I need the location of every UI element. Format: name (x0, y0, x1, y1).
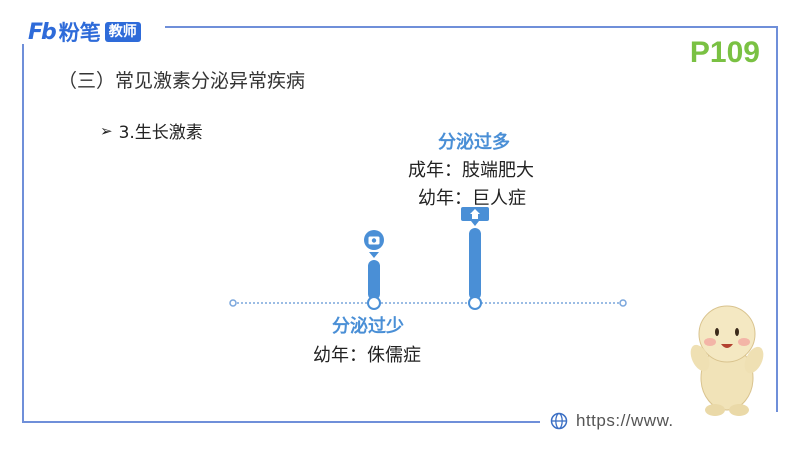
globe-icon (550, 412, 568, 430)
logo-badge: 教师 (104, 22, 141, 42)
watermark: https://www. (550, 411, 674, 431)
frame-bottom-line (22, 421, 540, 423)
page-number: P109 (689, 36, 760, 69)
deficiency-title: 分泌过少 (332, 316, 404, 337)
timeline-end-dot (619, 299, 627, 307)
deficiency-marker-node (367, 296, 381, 310)
timeline-start-dot (229, 299, 237, 307)
deficiency-marker-bar (368, 260, 380, 300)
bullet-item: ➢ 3.生长激素 (100, 118, 203, 144)
brand-logo: Fb 粉笔 教师 (28, 19, 141, 45)
mascot-illustration (690, 305, 764, 416)
logo-brand-text: 粉笔 (58, 21, 101, 45)
frame-right-line (776, 26, 778, 412)
deficiency-line-child: 幼年：侏儒症 (313, 345, 421, 366)
frame-left-line (22, 44, 24, 422)
watermark-url: https://www. (576, 411, 674, 430)
excess-line-adult: 成年：肢端肥大 (408, 160, 534, 181)
excess-marker-node (468, 296, 482, 310)
home-icon (461, 207, 489, 226)
excess-title: 分泌过多 (438, 132, 510, 153)
excess-line-child: 幼年：巨人症 (418, 188, 526, 209)
frame-top-line (165, 26, 777, 28)
bullet-arrow-icon: ➢ (100, 121, 113, 140)
camera-icon (364, 230, 384, 258)
logo-mark: Fb (28, 19, 57, 45)
section-heading: （三）常见激素分泌异常疾病 (58, 70, 306, 92)
bullet-text: 3.生长激素 (118, 123, 203, 143)
excess-marker-bar (469, 228, 481, 300)
